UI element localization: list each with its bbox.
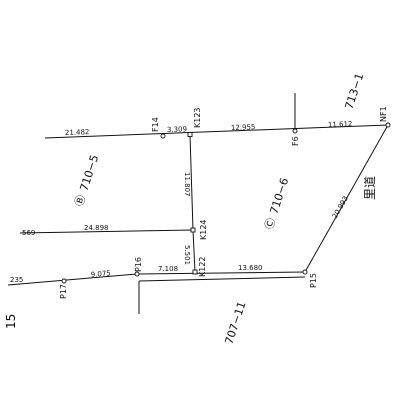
point-k124-marker [190,227,196,233]
boundary-inner-bottom [138,276,306,282]
distance-3309: 3.309 [167,125,187,134]
distance-235: 235 [10,276,23,284]
boundary-middle [19,229,194,234]
distance-7108: 7.108 [158,265,178,273]
parcel-b-mark: Ⓑ [72,193,88,207]
point-label-p15: P15 [309,273,318,288]
distance-12955: 12.955 [231,123,256,132]
road-label: 里道 [363,176,377,200]
boundary-p17-p16 [7,273,138,286]
point-k123-marker [187,132,193,137]
distance-569: 569 [22,229,35,237]
distance-9075: 9.075 [90,269,111,279]
point-label-k124: K124 [199,219,208,240]
point-p15-marker [302,269,308,275]
point-label-nf1: NF1 [379,106,388,122]
point-p17-marker [61,278,67,284]
point-label-p16: P16 [134,257,143,272]
distance-labels: 21.482 3.309 12.955 11.612 11.807 24.898… [10,120,353,284]
boundary-p16-p15 [136,271,306,275]
parcel-c-label: Ⓒ 710−6 [262,176,291,231]
point-nf1-marker [385,122,391,128]
parcel-15: 15 [4,314,18,329]
distance-13680: 13.680 [238,264,263,272]
point-label-f14: F14 [151,117,160,132]
point-k122-marker [192,269,198,275]
parcel-c-number: 710−6 [267,176,291,215]
boundary-lines [7,93,389,314]
point-label-k122: K122 [198,256,207,277]
parcel-b-number: 710−5 [77,153,101,192]
parcel-labels: Ⓑ 710−5 Ⓒ 710−6 713−1 707−11 15 里道 [4,72,377,346]
parcel-c-mark: Ⓒ [262,216,278,230]
boundary-k123-k124 [189,134,194,231]
point-f14-marker [160,133,166,139]
boundary-nf1-p15 [304,124,389,273]
parcel-713-1: 713−1 [342,72,366,111]
distance-21482: 21.482 [65,128,90,137]
distance-20993: 20.993 [331,195,350,220]
boundary-top [44,124,389,139]
parcel-707-11: 707−11 [222,300,248,346]
distance-11612: 11.612 [328,120,353,129]
boundary-k124-k122 [192,229,196,273]
point-labels: F14 K123 F6 NF1 K124 P16 K122 P15 P17 [59,106,388,299]
parcel-b-label: Ⓑ 710−5 [72,153,101,208]
point-label-k123: K123 [193,107,202,128]
point-p16-marker [134,271,140,277]
survey-points [61,122,391,284]
point-label-f6: F6 [291,136,300,146]
point-label-p17: P17 [59,284,68,299]
distance-11807: 11.807 [183,172,191,197]
distance-5501: 5.501 [183,245,191,265]
point-f6-marker [292,128,298,134]
distance-24898: 24.898 [84,224,109,232]
